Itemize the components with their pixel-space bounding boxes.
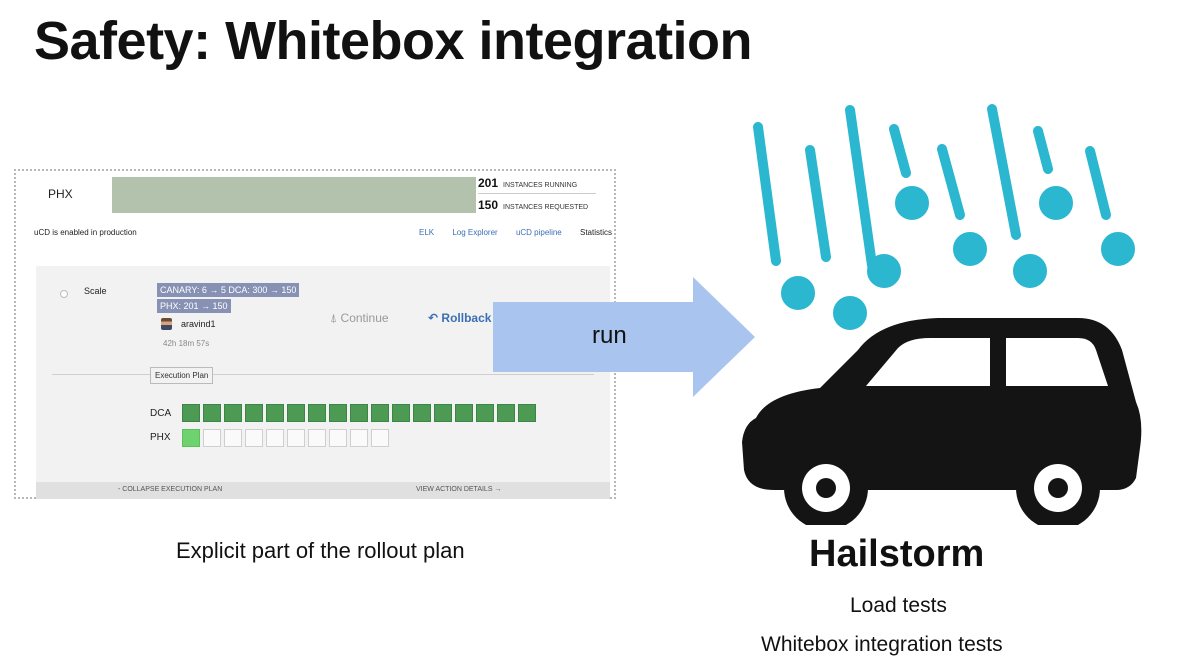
progress-cell-done: [329, 404, 347, 422]
progress-cell-done: [476, 404, 494, 422]
rollback-button[interactable]: ↶ Rollback: [428, 311, 491, 325]
environment-row: PHX 201 INSTANCES RUNNING 150 INSTANCES RE…: [16, 171, 614, 217]
step-radio[interactable]: [60, 290, 68, 298]
link-bar: ELK Log Explorer uCD pipeline Statistics: [403, 228, 612, 237]
progress-cells-dca: [182, 404, 536, 422]
progress-cell-done: [497, 404, 515, 422]
link-log-explorer[interactable]: Log Explorer: [452, 228, 498, 237]
progress-cell-done: [245, 404, 263, 422]
row-label-dca: DCA: [150, 408, 172, 419]
row-label-phx: PHX: [150, 432, 171, 443]
slide-title: Safety: Whitebox integration: [34, 11, 753, 71]
progress-cell-pending: [266, 429, 284, 447]
car-window-front: [866, 338, 990, 386]
elapsed-time: 42h 18m 57s: [163, 339, 210, 348]
progress-cell-pending: [245, 429, 263, 447]
step-change-line-2: PHX: 201 → 150: [157, 299, 231, 313]
progress-cell-done: [371, 404, 389, 422]
progress-cell-pending: [287, 429, 305, 447]
progress-cell-done: [455, 404, 473, 422]
step-change-line-1: CANARY: 6 → 5 DCA: 300 → 150: [157, 283, 300, 297]
environment-name: PHX: [48, 187, 73, 201]
divider: [52, 374, 594, 375]
hailstorm-title: Hailstorm: [809, 533, 985, 575]
progress-cell-done: [203, 404, 221, 422]
link-ucd-pipeline[interactable]: uCD pipeline: [515, 228, 562, 237]
progress-cell-done: [287, 404, 305, 422]
link-elk[interactable]: ELK: [418, 228, 435, 237]
execution-plan-label[interactable]: Execution Plan: [150, 367, 214, 384]
caption-left: Explicit part of the rollout plan: [176, 538, 465, 563]
car-icon: [742, 318, 1142, 525]
progress-cell-done: [392, 404, 410, 422]
instances-running-count: 201: [478, 176, 499, 190]
view-action-details-link[interactable]: VIEW ACTION DETAILS →: [416, 486, 502, 493]
link-statistics[interactable]: Statistics: [579, 228, 612, 237]
undo-icon: ↶: [428, 311, 439, 325]
collapse-execution-plan-link[interactable]: - COLLAPSE EXECUTION PLAN: [118, 486, 223, 493]
hailstorm-icon: [753, 104, 1135, 330]
user-name: aravind1: [181, 319, 216, 329]
rollback-label: Rollback: [441, 311, 492, 325]
progress-cell-pending: [371, 429, 389, 447]
run-arrow-shape: [493, 277, 755, 397]
progress-cell-done: [266, 404, 284, 422]
progress-cell-pending: [224, 429, 242, 447]
progress-cell-pending: [350, 429, 368, 447]
instance-bar: [112, 177, 476, 213]
continue-button[interactable]: ⍋ Continue: [330, 311, 389, 326]
step-actions: ⍋ Continue ↶ Rollback: [318, 304, 518, 330]
instances-running-label: INSTANCES RUNNING: [503, 182, 578, 189]
progress-cells-phx: [182, 429, 389, 447]
ucd-status-text: uCD is enabled in production: [34, 228, 137, 237]
instances-requested-label: INSTANCES REQUESTED: [503, 204, 589, 211]
step-label: Scale: [84, 286, 107, 296]
progress-cell-pending: [329, 429, 347, 447]
progress-cell-done: [350, 404, 368, 422]
instances-running: 201 INSTANCES RUNNING: [478, 176, 596, 194]
progress-cell-done: [434, 404, 452, 422]
progress-cell-done: [518, 404, 536, 422]
progress-cell-pending: [308, 429, 326, 447]
caption-load-tests: Load tests: [850, 594, 947, 617]
run-arrow-label: run: [592, 322, 627, 349]
avatar: [161, 318, 172, 330]
progress-cell-done: [308, 404, 326, 422]
instances-requested-count: 150: [478, 198, 499, 212]
progress-cell-pending: [203, 429, 221, 447]
step-panel: Scale CANARY: 6 → 5 DCA: 300 → 150 PHX: …: [36, 266, 610, 499]
continue-label: Continue: [340, 311, 389, 325]
walk-icon: ⍋: [330, 311, 338, 325]
car-window-rear: [1006, 338, 1108, 386]
panel-footer: - COLLAPSE EXECUTION PLAN VIEW ACTION DE…: [36, 482, 610, 499]
progress-cell-done: [413, 404, 431, 422]
caption-whitebox-tests: Whitebox integration tests: [761, 633, 1003, 656]
run-arrow: [493, 277, 755, 397]
instances-requested: 150 INSTANCES REQUESTED: [478, 198, 596, 212]
progress-cell-done: [182, 429, 200, 447]
progress-cell-done: [224, 404, 242, 422]
progress-cell-done: [182, 404, 200, 422]
